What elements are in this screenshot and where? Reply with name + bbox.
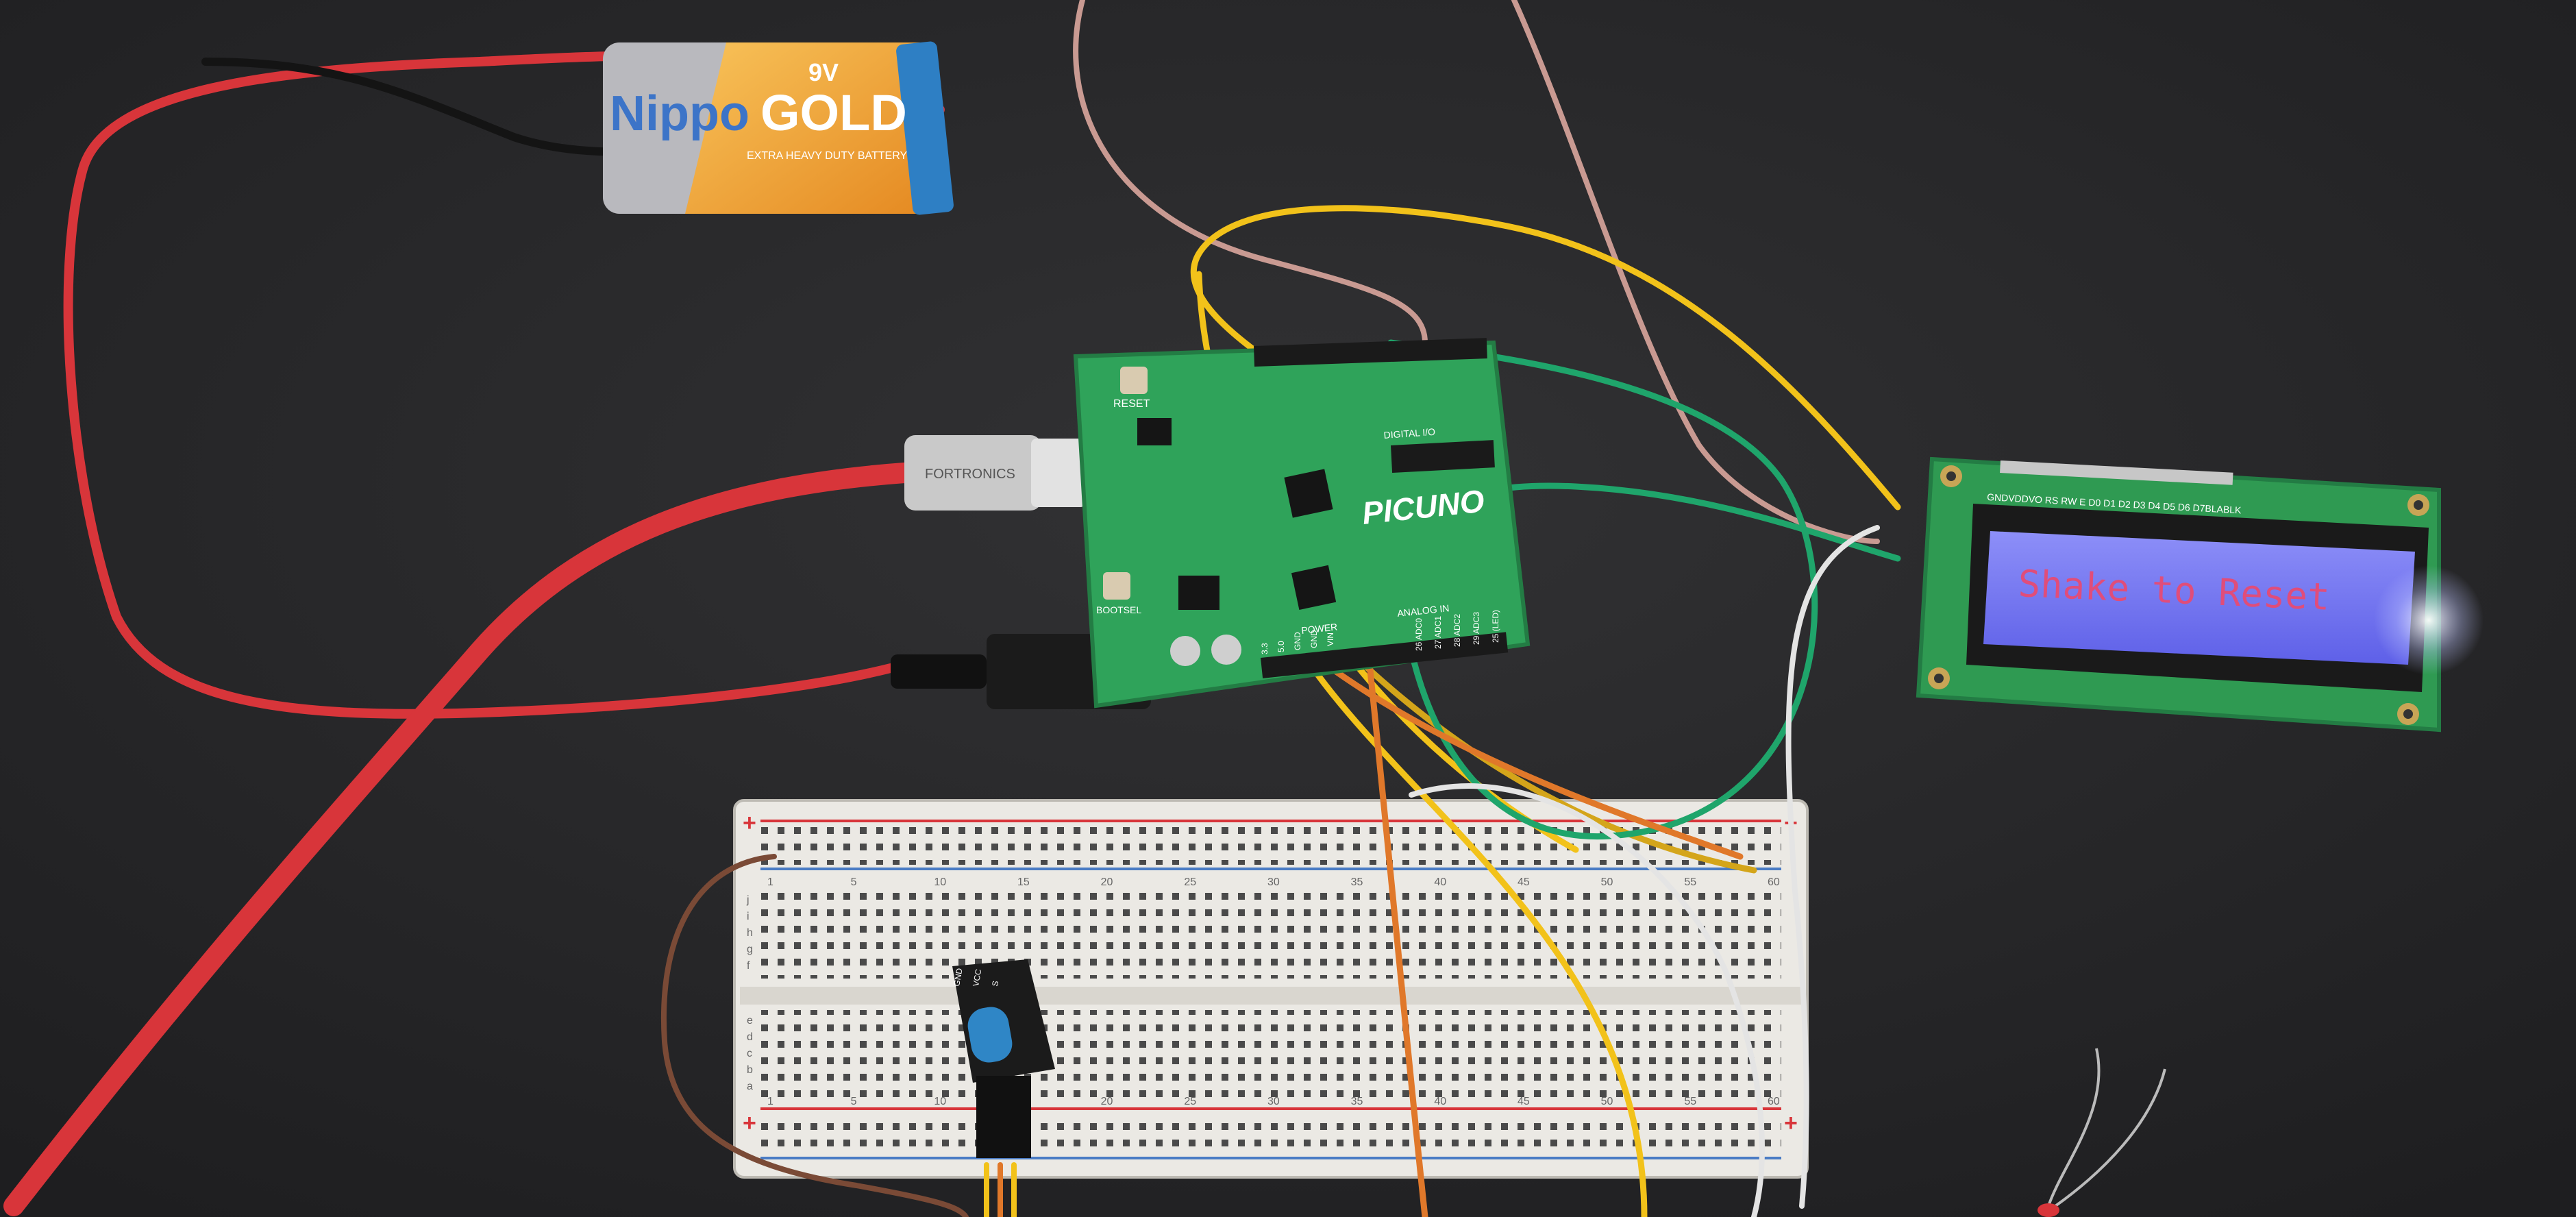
board-bootsel-label: BOOTSEL xyxy=(1096,604,1141,615)
breadboard-column-letter: g xyxy=(747,944,753,955)
rail-plus-sign: + xyxy=(743,810,756,836)
breadboard-row-number: 30 xyxy=(1267,876,1280,888)
breadboard-column-letter: a xyxy=(747,1081,753,1092)
breadboard-row-number: 20 xyxy=(1101,876,1113,888)
battery-tagline: EXTRA HEAVY DUTY BATTERY xyxy=(747,150,907,162)
usb-red-cable xyxy=(3,463,915,1216)
brown-wire xyxy=(661,854,969,1217)
yellow-wire xyxy=(1353,654,1757,874)
breadboard-row-number: 50 xyxy=(1601,1096,1613,1107)
breadboard-column-letter: c xyxy=(747,1048,752,1059)
sensor-pin-label: S xyxy=(990,980,1000,987)
breadboard-row-number: 20 xyxy=(1101,1096,1113,1107)
breadboard-row-number: 5 xyxy=(851,1096,857,1107)
usb-c-connector: FORTRONICS xyxy=(904,435,1086,511)
board-pin-label: 3.3 xyxy=(1260,643,1270,654)
board-pin-label: GND xyxy=(1309,630,1319,648)
battery-voltage: 9V xyxy=(808,58,839,86)
board-pin-label: 27 ADC1 xyxy=(1433,616,1443,649)
board-pin-label: VIN xyxy=(1326,632,1335,646)
breadboard-column-letter: f xyxy=(747,960,750,972)
board-pin-label: 25 (LED) xyxy=(1491,610,1500,643)
breadboard-row-number: 30 xyxy=(1267,1096,1280,1107)
sensor-pin-label: GND xyxy=(952,968,964,987)
breadboard-row-number: 1 xyxy=(767,1096,773,1107)
rail-plus-sign: + xyxy=(1784,1110,1798,1136)
white-wire xyxy=(1409,783,1765,1217)
board-power-label: POWER xyxy=(1301,622,1338,636)
board-analog-label: ANALOG IN xyxy=(1397,602,1450,619)
battery-model: GOLD xyxy=(760,84,907,141)
board-digital-label: DIGITAL I/O xyxy=(1383,426,1435,441)
breadboard-row-number: 40 xyxy=(1434,876,1446,888)
battery-red-lead xyxy=(63,51,945,719)
breadboard-row-number: 35 xyxy=(1351,876,1363,888)
picuno-board: RESET BOOTSEL PICUNO DIGITAL I/O ANALOG … xyxy=(1073,338,1531,709)
breadboard-row-number: 5 xyxy=(851,876,857,888)
board-reset-label: RESET xyxy=(1113,398,1150,410)
lcd-screen xyxy=(1983,531,2415,665)
green-wire xyxy=(1387,339,1901,840)
white-wire xyxy=(1785,525,1880,1209)
pink-wire xyxy=(1511,0,1880,544)
breadboard-row-number: 40 xyxy=(1434,1096,1446,1107)
usb-cable-brand: FORTRONICS xyxy=(925,467,1015,482)
wires xyxy=(3,0,1901,1217)
breadboard-row-number: 25 xyxy=(1184,876,1196,888)
board-pin-label: 29 ADC3 xyxy=(1472,612,1481,645)
battery-brand: Nippo xyxy=(610,86,750,141)
yellow-wire xyxy=(1312,668,1648,1217)
breadboard-column-letter: e xyxy=(747,1015,753,1027)
breadboard-row-number: 10 xyxy=(934,1096,946,1107)
breadboard-row-number: 60 xyxy=(1768,1096,1780,1107)
breadboard-row-number: 45 xyxy=(1518,876,1530,888)
breadboard-row-number: 25 xyxy=(1184,1096,1196,1107)
board-pin-label: 5.0 xyxy=(1276,641,1286,652)
sensor-pin-label: VCC xyxy=(971,968,983,987)
orange-wire xyxy=(1333,668,1744,860)
breadboard-row-number: 10 xyxy=(934,876,946,888)
breadboard-column-letter: j xyxy=(746,894,750,906)
tilt-sensor-module: GND VCC S xyxy=(952,959,1055,1158)
board-pin-label: 26 ADC0 xyxy=(1414,618,1424,651)
breadboard-column-letter: h xyxy=(747,927,753,939)
pink-wire xyxy=(1073,0,1428,345)
battery-9v: Nippo GOLD 9V EXTRA HEAVY DUTY BATTERY xyxy=(603,41,954,215)
breadboard-row-number: 55 xyxy=(1684,876,1696,888)
breadboard-column-letter: d xyxy=(747,1031,753,1043)
board-analog-pins: 26 ADC0 27 ADC1 28 ADC2 29 ADC3 25 (LED) xyxy=(1414,610,1500,651)
board-pin-label: 28 ADC2 xyxy=(1452,614,1462,647)
lcd-module: GNDVDDVO RS RW E D0 D1 D2 D3 D4 D5 D6 D7… xyxy=(1916,456,2484,733)
board-power-pins: 3.3 5.0 GND GND VIN xyxy=(1260,630,1335,654)
breadboard-row-number: 35 xyxy=(1351,1096,1363,1107)
breadboard-row-number: 45 xyxy=(1518,1096,1530,1107)
breadboard-row-number: 1 xyxy=(767,876,773,888)
breadboard-row-number: 15 xyxy=(1017,876,1030,888)
breadboard-column-letter: b xyxy=(747,1064,753,1076)
breadboard-column-letter: i xyxy=(747,911,750,922)
led-component xyxy=(2038,1048,2166,1217)
board-pin-label: GND xyxy=(1293,632,1302,650)
breadboard-row-number: 55 xyxy=(1684,1096,1696,1107)
rail-plus-sign: + xyxy=(743,1110,756,1136)
breadboard-row-number: 60 xyxy=(1768,876,1780,888)
breadboard-row-number: 50 xyxy=(1601,876,1613,888)
